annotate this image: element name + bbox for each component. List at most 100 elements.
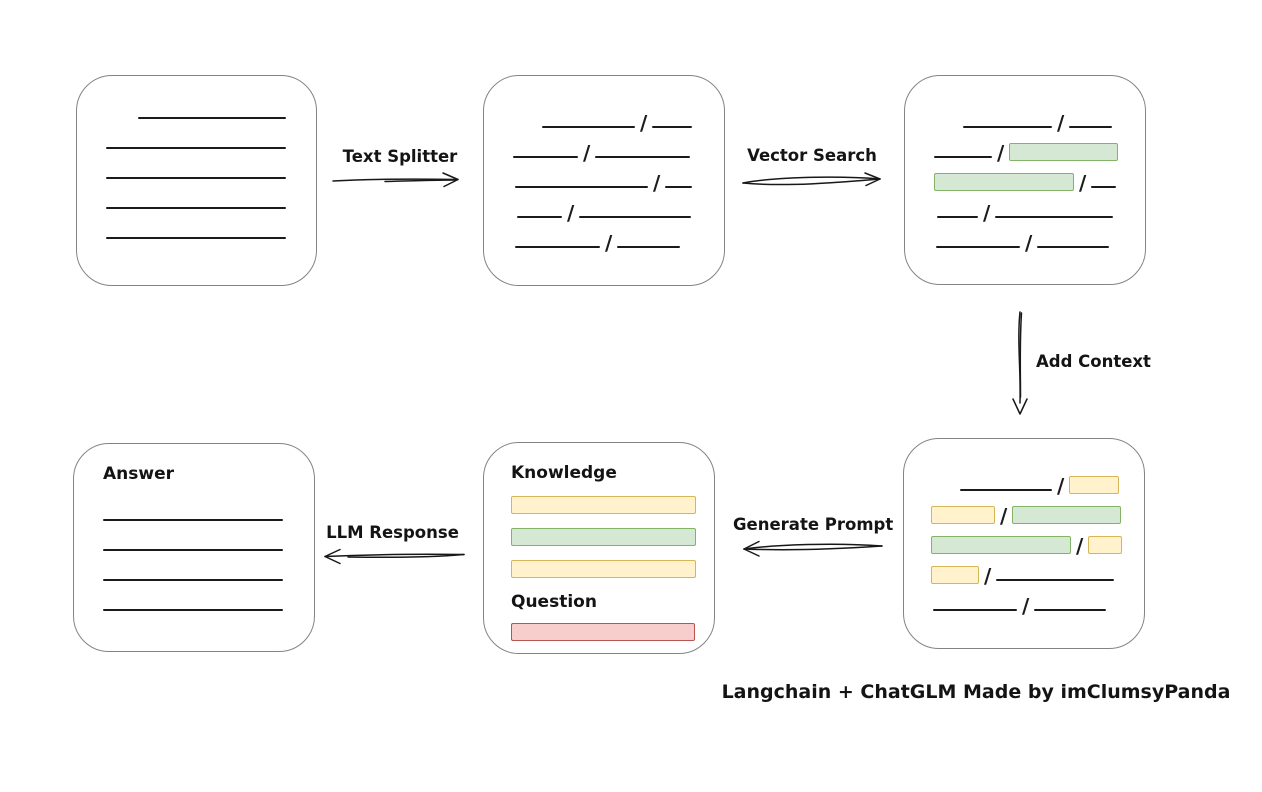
text-row: / [934,101,1118,135]
text-row: / [513,191,692,225]
split-text-box: ///// [483,75,725,286]
text-row: / [931,464,1122,498]
green-bar [511,528,696,546]
text-line [595,156,691,158]
text-splitter-arrow-right-icon [332,172,459,188]
slash-separator: / [1079,171,1087,195]
highlight-yellow [931,506,995,524]
text-line [106,177,286,179]
slash-separator: / [605,231,613,255]
knowledge-bars [511,496,696,578]
text-line [542,126,635,128]
context-added-box: / / / / / [903,438,1145,649]
text-row [106,152,286,182]
text-line [106,237,286,239]
text-line [665,186,693,188]
text-line [996,579,1115,581]
text-line [513,156,578,158]
text-row: / [934,221,1118,255]
text-row [106,212,286,242]
yellow-bar [511,496,696,514]
slash-separator: / [567,201,575,225]
generate-prompt-label: Generate Prompt [733,515,894,534]
answer-box-content: Answer [103,464,296,614]
answer-lines [103,494,296,614]
text-row [106,182,286,212]
text-line [652,126,693,128]
slash-separator: / [1025,231,1033,255]
slash-separator: / [1022,594,1030,618]
text-line [103,579,283,581]
text-row: / [931,494,1122,528]
text-line [960,489,1052,491]
text-row: / [931,584,1122,618]
vector-search-label: Vector Search [747,146,877,165]
yellow-bar [511,560,696,578]
text-row [106,122,286,152]
text-line [937,216,978,218]
slash-separator: / [1057,111,1065,135]
source-document-box [76,75,317,286]
slash-separator: / [1076,534,1084,558]
generate-prompt-arrow-left-icon [743,540,883,557]
slash-separator: / [583,141,591,165]
slash-separator: / [983,201,991,225]
text-line [933,609,1017,611]
text-line [579,216,692,218]
text-row: / [931,554,1122,588]
text-line [1069,126,1113,128]
text-line [1037,246,1110,248]
text-line [106,207,286,209]
text-row: / [513,221,692,255]
text-row: / [934,131,1119,165]
question-label: Question [511,592,597,612]
slash-separator: / [984,564,992,588]
text-line [103,549,283,551]
slash-separator: / [1000,504,1008,528]
text-line [103,519,283,521]
text-row [103,584,296,614]
highlight-green [1009,143,1119,161]
context-added-rows: / / / / / [931,464,1123,618]
highlight-green [934,173,1074,191]
text-line [103,609,283,611]
add-context-arrow-down-icon [1012,311,1028,415]
text-row: / [931,524,1123,558]
highlight-yellow [1069,476,1120,494]
prompt-box-content: Knowledge Question [511,463,696,655]
text-row: / [513,131,692,165]
highlight-green [1012,506,1122,524]
text-row [103,524,296,554]
highlight-yellow [931,566,979,584]
text-line [617,246,681,248]
text-row [103,554,296,584]
text-row [106,92,286,122]
vector-matched-box: / / / / / [904,75,1146,285]
text-row [103,494,296,524]
text-line [515,186,648,188]
add-context-label: Add Context [1036,352,1151,371]
text-line [106,147,286,149]
slash-separator: / [1057,474,1065,498]
slash-separator: / [653,171,661,195]
text-line [517,216,562,218]
highlight-green [931,536,1071,554]
split-text-rows: ///// [513,101,693,255]
slash-separator: / [997,141,1005,165]
text-row: / [934,161,1118,195]
text-line [963,126,1052,128]
question-bars [511,623,696,641]
diagram-caption: Langchain + ChatGLM Made by imClumsyPand… [721,681,1231,703]
text-row: / [513,161,693,195]
text-line [138,117,286,119]
llm-response-label: LLM Response [326,523,459,542]
text-splitter-label: Text Splitter [342,147,458,166]
red-bar [511,623,695,641]
vector-matched-rows: / / / / / [934,101,1119,255]
text-row: / [934,191,1118,225]
highlight-yellow [1088,536,1123,554]
answer-box: Answer [73,443,315,652]
text-line [515,246,600,248]
knowledge-label: Knowledge [511,463,617,483]
